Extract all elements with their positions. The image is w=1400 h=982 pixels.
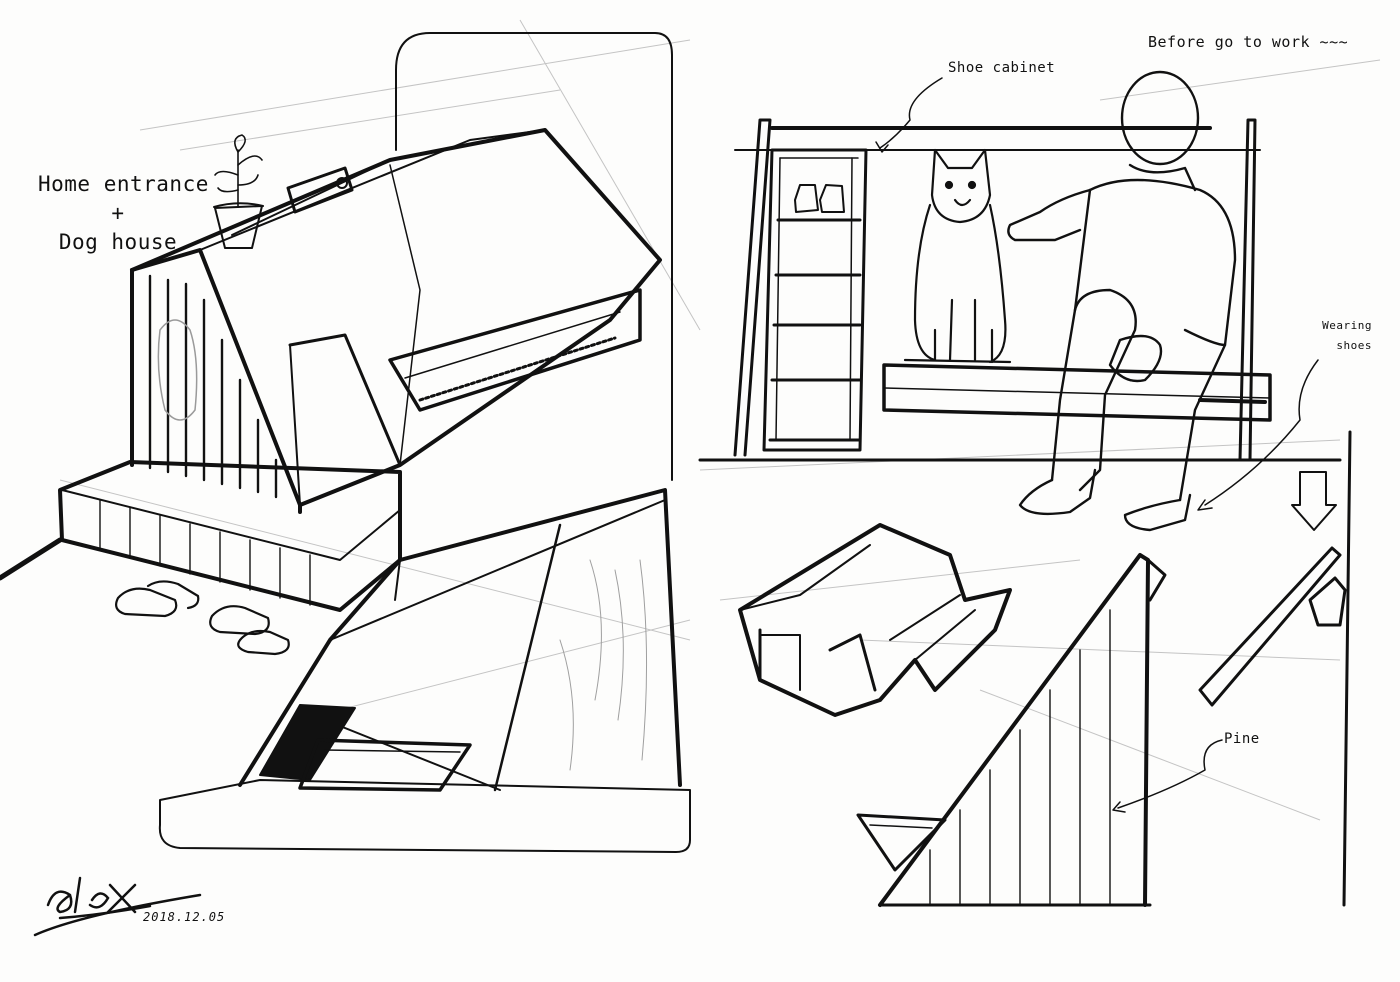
- pencil-construction-lines: [59, 19, 1381, 821]
- wearing-shoes-label: Wearing shoes: [1318, 316, 1372, 356]
- home-entrance-line1: Home entrance: [38, 172, 209, 196]
- dog-house-line: Dog house: [58, 230, 178, 254]
- pine-label: Pine: [1224, 731, 1260, 747]
- artist-signature-drawing: [33, 876, 202, 937]
- signature-date: 2018.12.05: [143, 910, 226, 924]
- wearing-line2: shoes: [1336, 339, 1372, 352]
- home-entrance-label: Home entrance + Dog house: [38, 170, 209, 257]
- before-work-label: Before go to work ~~~: [1148, 33, 1349, 51]
- shoe-cabinet-label: Shoe cabinet: [948, 60, 1056, 76]
- home-entrance-plus: +: [111, 201, 125, 225]
- entrance-scene-sketch: [698, 70, 1342, 532]
- small-module-sketch: [738, 523, 1012, 717]
- dog-house-entrance-sketch: [0, 32, 691, 853]
- wearing-line1: Wearing: [1322, 319, 1372, 332]
- pine-section-sketch: [856, 430, 1352, 907]
